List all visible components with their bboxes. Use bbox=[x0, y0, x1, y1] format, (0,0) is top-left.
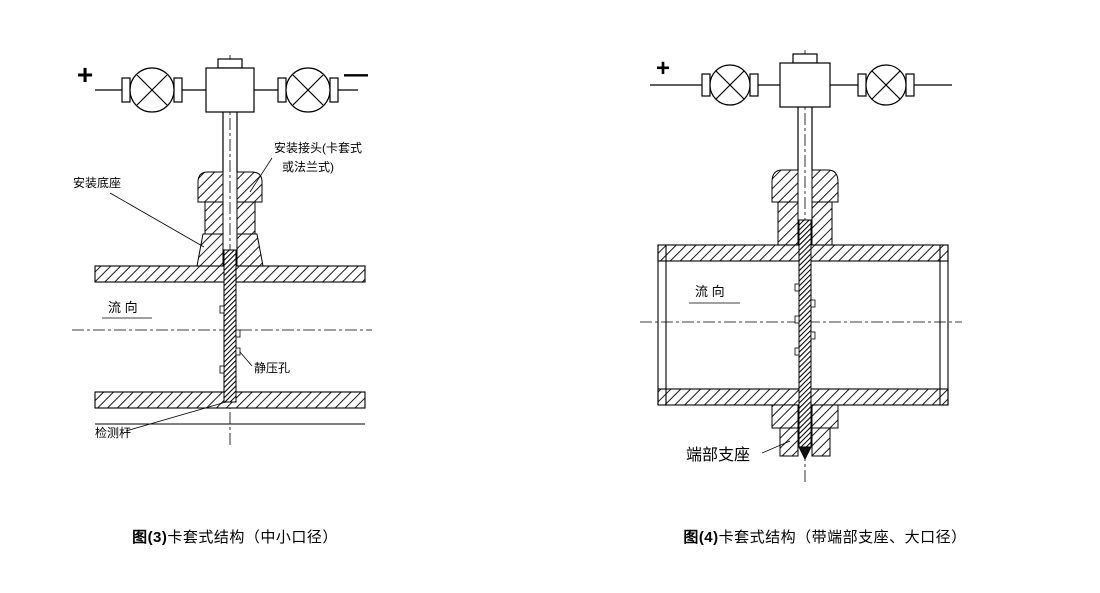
fig4-plus-sign: + bbox=[656, 55, 670, 82]
fig3-minus-sign: — bbox=[344, 61, 368, 88]
fig4-rod-tip bbox=[798, 446, 812, 461]
fig3-mounting-base bbox=[236, 233, 264, 267]
fig3-label-connector-line2: 或法兰式) bbox=[282, 160, 334, 174]
fig3-label-mounting-base: 安装底座 bbox=[73, 175, 121, 190]
fig4-caption: 图(4)卡套式结构（带端部支座、大口径） bbox=[645, 526, 1005, 547]
fig3-static-hole bbox=[235, 347, 241, 356]
fig4-valve-right-icon bbox=[857, 64, 915, 106]
fig3-static-hole bbox=[235, 329, 241, 338]
fig3-texts: + — 安装底座 安装接头(卡套式 或法兰式) 流 向 静压孔 检测杆 bbox=[73, 59, 368, 440]
fig4-caption-number: 图(4) bbox=[683, 529, 719, 546]
fig3-caption-text: 卡套式结构（中小口径） bbox=[167, 529, 338, 546]
fig3-detection-rod bbox=[219, 249, 241, 403]
fig4-label-flow-direction: 流 向 bbox=[695, 284, 725, 299]
fig3-mounting-base bbox=[196, 233, 224, 267]
fig4-label-end-support: 端部支座 bbox=[686, 446, 750, 464]
figure-3-clamp-structure bbox=[72, 55, 372, 448]
fig3-caption: 图(3)卡套式结构（中小口径） bbox=[90, 526, 380, 547]
fig4-caption-text: 卡套式结构（带端部支座、大口径） bbox=[718, 529, 967, 546]
fig3-stem bbox=[222, 112, 238, 172]
fig3-leader-lines bbox=[102, 157, 273, 432]
fig4-tee-block bbox=[779, 53, 831, 108]
fig3-label-detection-rod: 检测杆 bbox=[95, 425, 131, 440]
fig4-detection-rod bbox=[794, 219, 816, 461]
fig3-plus-sign: + bbox=[77, 59, 93, 90]
fig3-tee-block bbox=[205, 58, 255, 113]
figure-4-clamp-structure-end-support bbox=[640, 50, 962, 482]
fig4-texts: + 流 向 端部支座 bbox=[656, 55, 750, 464]
fig4-mounting-fitting bbox=[771, 169, 839, 246]
fig3-valve-right-icon bbox=[277, 67, 339, 113]
fig3-label-connector-line1: 安装接头(卡套式 bbox=[274, 140, 362, 155]
fig4-valve-left-icon bbox=[701, 64, 759, 106]
fig4-leader-lines bbox=[689, 302, 791, 454]
fig3-label-flow-direction: 流 向 bbox=[108, 300, 138, 315]
fig3-label-static-hole: 静压孔 bbox=[254, 361, 290, 375]
fig3-caption-number: 图(3) bbox=[132, 529, 168, 546]
fig4-end-support bbox=[771, 404, 839, 457]
fig3-valve-left-icon bbox=[121, 67, 183, 113]
fig4-stem bbox=[797, 107, 813, 170]
fig3-mounting-fitting bbox=[196, 171, 264, 267]
